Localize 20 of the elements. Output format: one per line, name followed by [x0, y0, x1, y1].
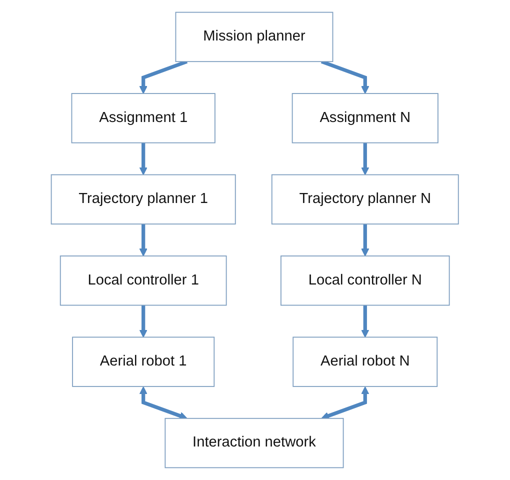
arrow — [139, 305, 148, 338]
node-box: Local controller 1 — [60, 256, 227, 306]
node-box: Aerial robot 1 — [72, 336, 215, 387]
arrow — [139, 142, 148, 176]
arrow — [361, 305, 370, 338]
node-box: Assignment N — [292, 93, 439, 144]
node-box: Local controller N — [280, 256, 450, 306]
node-box: Interaction network — [164, 418, 344, 468]
arrow — [139, 224, 148, 256]
node-box: Trajectory planner N — [272, 174, 459, 224]
arrow — [361, 224, 370, 256]
arrow — [139, 60, 188, 94]
arrow — [321, 60, 370, 94]
arrow — [139, 386, 188, 420]
node-box: Aerial robot N — [292, 336, 438, 387]
node-box: Assignment 1 — [71, 93, 216, 144]
node-box: Trajectory planner 1 — [51, 174, 236, 224]
node-box: Mission planner — [175, 12, 334, 62]
arrow — [321, 386, 370, 420]
arrow — [361, 142, 370, 176]
